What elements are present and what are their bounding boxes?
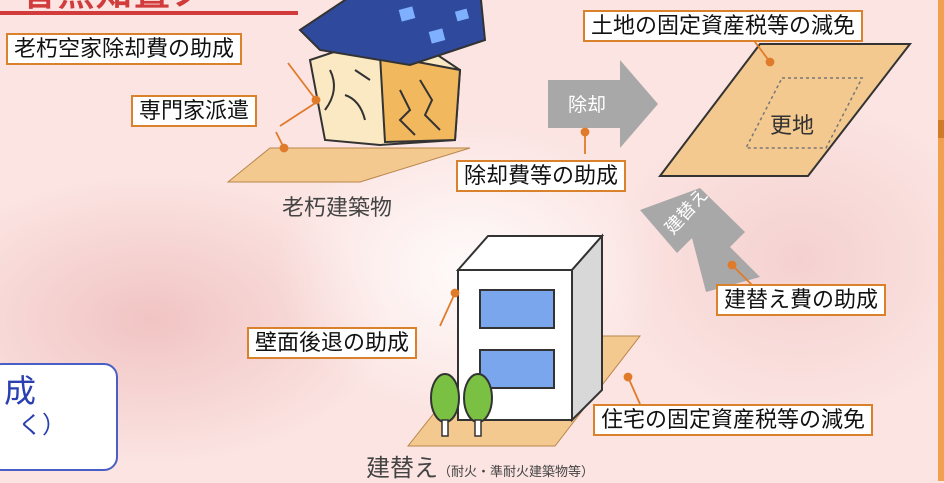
- page-title: 者無知置ノ: [20, 0, 210, 12]
- old-building-ground: [226, 147, 471, 183]
- vacant-lot-caption: 更地: [770, 114, 815, 139]
- title-underline: [0, 11, 298, 15]
- label-demolition-cost-subsidy: 除却費等の助成: [456, 160, 627, 192]
- label-rebuild-cost-subsidy: 建替え費の助成: [716, 284, 887, 316]
- vacant-lot-ground: [657, 43, 913, 177]
- old-building-house: [298, 0, 487, 147]
- bubble-line-2: く）: [18, 411, 66, 439]
- label-expert-dispatch: 専門家派遣: [131, 95, 258, 127]
- leader-lines: [275, 37, 775, 405]
- demolition-arrow: [548, 60, 658, 148]
- demolition-arrow-label: 除却: [568, 94, 607, 116]
- label-land-tax-reduction: 土地の固定資産税等の減免: [583, 10, 864, 42]
- cutoff-bubble: 成 く）: [0, 363, 118, 471]
- new-building: [430, 233, 605, 437]
- rebuild-caption-main: 建替え: [366, 454, 438, 482]
- label-old-vacant-demolition-subsidy: 老朽空家除却費の助成: [6, 33, 243, 65]
- rebuild-caption: 建替え（耐火・準耐火建築物等）: [366, 448, 594, 483]
- vacant-lot-dashed-border: [744, 77, 864, 149]
- rebuild-caption-note: （耐火・準耐火建築物等）: [438, 465, 595, 480]
- bubble-line-1: 成: [4, 372, 37, 410]
- right-edge-bar: [938, 0, 944, 481]
- label-housing-tax-reduction: 住宅の固定資産税等の減免: [593, 404, 874, 436]
- label-wall-setback-subsidy: 壁面後退の助成: [247, 327, 418, 359]
- right-edge-notch: [938, 120, 944, 138]
- old-building-caption: 老朽建築物: [282, 196, 393, 221]
